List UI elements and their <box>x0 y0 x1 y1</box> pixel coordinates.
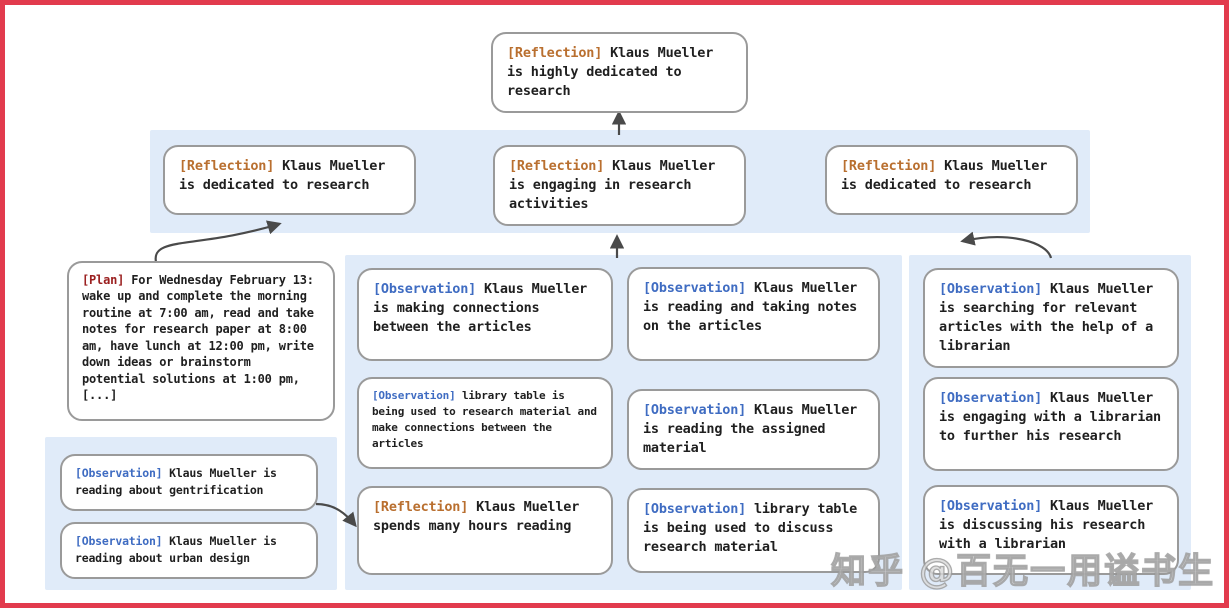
reflection-tag: [Reflection] <box>509 158 605 174</box>
observation-tag: [Observation] <box>939 498 1043 514</box>
node-text: Klaus Mueller spends many hours reading <box>373 499 580 534</box>
node-text: Klaus Mueller is highly dedicated to res… <box>507 45 714 99</box>
node-obs-library-table-discuss: [Observation] library table is being use… <box>627 488 880 573</box>
node-text: Klaus Mueller is reading about gentrific… <box>75 466 277 497</box>
node-text: Klaus Mueller is engaging in research ac… <box>509 158 716 212</box>
observation-tag: [Observation] <box>939 390 1043 406</box>
node-reflection-middle: [Reflection] Klaus Mueller is engaging i… <box>493 145 746 226</box>
reflection-tag: [Reflection] <box>179 158 275 174</box>
plan-tag: [Plan] <box>82 273 125 287</box>
observation-tag: [Observation] <box>643 501 747 517</box>
observation-tag: [Observation] <box>643 402 747 418</box>
node-text: Klaus Mueller is reading and taking note… <box>643 280 858 334</box>
observation-tag: [Observation] <box>75 534 163 548</box>
node-text: Klaus Mueller is engaging with a librari… <box>939 390 1161 444</box>
node-obs-engaging-librarian: [Observation] Klaus Mueller is engaging … <box>923 377 1179 471</box>
reflection-tag: [Reflection] <box>373 499 469 515</box>
node-text: Klaus Mueller is searching for relevant … <box>939 281 1154 354</box>
node-text: library table is being used to discuss r… <box>643 501 858 555</box>
node-text: Klaus Mueller is making connections betw… <box>373 281 588 335</box>
node-text: Klaus Mueller is reading the assigned ma… <box>643 402 858 456</box>
node-plan: [Plan] For Wednesday February 13: wake u… <box>67 261 335 421</box>
node-text: Klaus Mueller is dedicated to research <box>179 158 386 193</box>
node-reflection-right: [Reflection] Klaus Mueller is dedicated … <box>825 145 1078 215</box>
reflection-tag: [Reflection] <box>841 158 937 174</box>
node-text: Klaus Mueller is dedicated to research <box>841 158 1048 193</box>
node-obs-library-table-research: [Observation] library table is being use… <box>357 377 613 469</box>
node-text: For Wednesday February 13: wake up and c… <box>82 273 314 403</box>
observation-tag: [Observation] <box>75 466 163 480</box>
node-reflection-hours-reading: [Reflection] Klaus Mueller spends many h… <box>357 486 613 575</box>
observation-tag: [Observation] <box>373 281 477 297</box>
watermark: 知乎 @百无一用谥书生 <box>830 551 1216 592</box>
observation-tag: [Observation] <box>372 389 456 402</box>
node-obs-gentrification: [Observation] Klaus Mueller is reading a… <box>60 454 318 511</box>
node-obs-making-connections: [Observation] Klaus Mueller is making co… <box>357 268 613 361</box>
node-obs-urban-design: [Observation] Klaus Mueller is reading a… <box>60 522 318 579</box>
node-obs-discussing-research: [Observation] Klaus Mueller is discussin… <box>923 485 1179 575</box>
observation-tag: [Observation] <box>643 280 747 296</box>
node-obs-taking-notes: [Observation] Klaus Mueller is reading a… <box>627 267 880 361</box>
observation-tag: [Observation] <box>939 281 1043 297</box>
node-text: library table is being used to research … <box>372 389 597 450</box>
node-obs-assigned-material: [Observation] Klaus Mueller is reading t… <box>627 389 880 470</box>
node-text: Klaus Mueller is reading about urban des… <box>75 534 277 565</box>
node-text: Klaus Mueller is discussing his research… <box>939 498 1154 552</box>
node-reflection-left: [Reflection] Klaus Mueller is dedicated … <box>163 145 416 215</box>
node-obs-searching-articles: [Observation] Klaus Mueller is searching… <box>923 268 1179 368</box>
reflection-tag: [Reflection] <box>507 45 603 61</box>
node-root-reflection: [Reflection] Klaus Mueller is highly ded… <box>491 32 748 113</box>
